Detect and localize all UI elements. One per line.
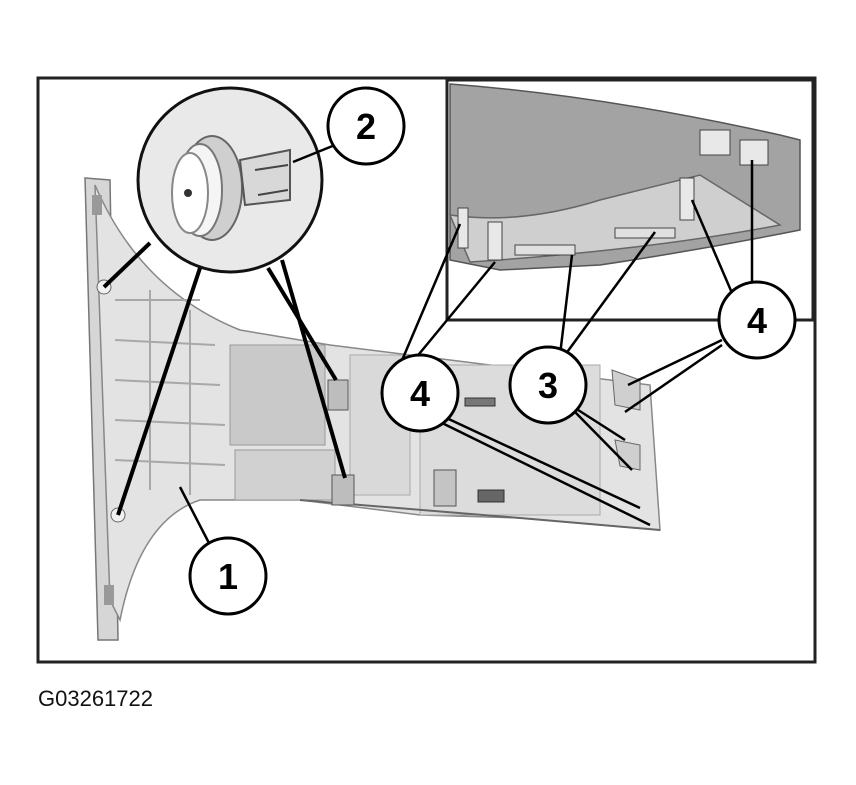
leader-4c-4: [624, 343, 723, 414]
leader-4b-2: [439, 420, 651, 527]
leader-2: [292, 143, 336, 164]
callout-3-label: 3: [538, 365, 558, 406]
leader-lines: [102, 143, 754, 546]
callout-3: 3: [508, 345, 588, 425]
leader-magnifier-to-hole-lower: [116, 267, 202, 516]
callout-4-right: 4: [717, 280, 797, 360]
callout-1-label: 1: [218, 556, 238, 597]
leader-4c-3: [627, 338, 723, 387]
callout-4-left-label: 4: [410, 373, 430, 414]
callout-2: 2: [326, 86, 406, 166]
callout-4-right-label: 4: [747, 300, 767, 341]
leader-4c-1: [690, 199, 737, 301]
figure-id: G03261722: [38, 686, 153, 711]
leader-3-3: [574, 406, 626, 442]
leader-3-1: [558, 254, 574, 356]
leader-3-2: [563, 231, 657, 356]
callout-4-left: 4: [380, 353, 460, 433]
magnified-clip-detail: [136, 86, 324, 274]
leader-4b-1: [439, 413, 641, 510]
callout-1: 1: [188, 536, 268, 616]
leader-1: [178, 486, 212, 546]
leader-magnifier-to-clip-2: [280, 259, 347, 479]
leader-3-4: [574, 411, 633, 471]
callout-2-label: 2: [356, 106, 376, 147]
leader-4a-2: [409, 261, 496, 366]
leader-magnifier-to-hole-upper: [102, 241, 152, 289]
leader-4a-1: [398, 223, 462, 366]
